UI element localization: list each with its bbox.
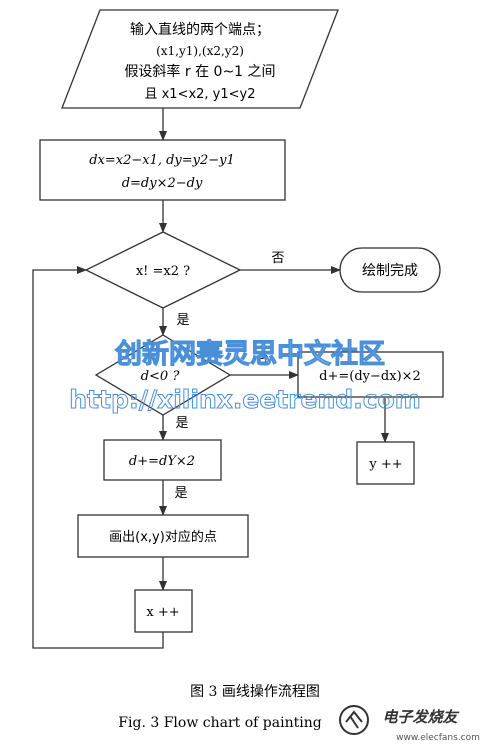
input-line-1: 输入直线的两个端点； — [130, 21, 270, 38]
y-increment-node: y ++ — [356, 441, 415, 485]
site-logo: 电子发烧友 www.elecfans.com — [339, 705, 480, 743]
no-update-text: d+=(dy−dx)×2 — [319, 369, 421, 384]
decision-1: x! =x2 ? — [84, 231, 242, 309]
logo-sub: www.elecfans.com — [396, 733, 480, 743]
watermark: 创新网赛灵思中文社区 http://xilinx.eetrend.com — [69, 338, 422, 415]
init-line-1: dx=x2−x1, dy=y2−y1 — [89, 153, 235, 168]
yes-update-node: d+=dY×2 — [103, 439, 222, 481]
done-text: 绘制完成 — [362, 263, 418, 279]
x-increment-node: x ++ — [134, 589, 193, 633]
done-node: 绘制完成 — [339, 247, 441, 293]
logo-circle-icon — [339, 705, 369, 735]
logo-text: 电子发烧友 — [382, 708, 459, 726]
decision-1-no-label: 否 — [271, 251, 284, 266]
decision-2-text: d<0 ? — [141, 369, 181, 384]
input-node: 输入直线的两个端点； (x1,y1),(x2,y2) 假设斜率 r 在 0~1 … — [61, 9, 339, 109]
watermark-line-2: http://xilinx.eetrend.com — [69, 385, 421, 414]
no-update-node: d+=(dy−dx)×2 — [297, 351, 444, 398]
plot-node: 画出(x,y)对应的点 — [77, 514, 249, 558]
yes-update-text: d+=dY×2 — [129, 454, 195, 469]
y-increment-text: y ++ — [368, 457, 402, 472]
input-line-2: (x1,y1),(x2,y2) — [156, 44, 244, 58]
after-update-yes-label: 是 — [174, 486, 187, 501]
decision-2-no-label: 否 — [255, 351, 268, 366]
decision-1-yes-label: 是 — [176, 313, 189, 328]
decision-2: d<0 ? — [94, 334, 232, 416]
input-line-3: 假设斜率 r 在 0~1 之间 — [124, 63, 275, 80]
input-line-4: 且 x1<x2, y1<y2 — [144, 87, 255, 102]
logo-mark-icon — [345, 710, 363, 729]
init-node: dx=x2−x1, dy=y2−y1 d=dy×2−dy — [39, 139, 286, 201]
decision-1-text: x! =x2 ? — [136, 264, 190, 279]
decision-2-yes-label: 是 — [175, 416, 188, 431]
caption-cn: 图 3 画线操作流程图 — [190, 684, 320, 700]
watermark-line-1: 创新网赛灵思中文社区 — [114, 338, 385, 370]
plot-text: 画出(x,y)对应的点 — [109, 529, 217, 545]
init-line-2: d=dy×2−dy — [122, 176, 203, 191]
caption-en: Fig. 3 Flow chart of painting — [118, 715, 321, 731]
x-increment-text: x ++ — [146, 605, 179, 620]
arrow-loop-back — [32, 266, 164, 649]
